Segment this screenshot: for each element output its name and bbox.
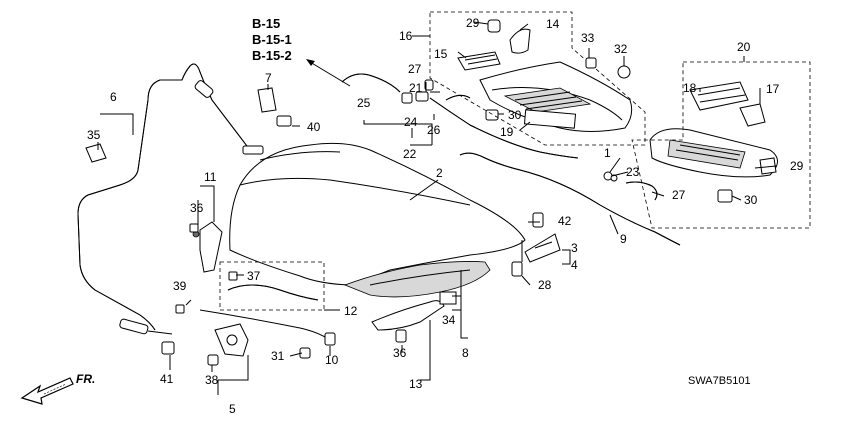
hood-lock-stay: [199, 261, 336, 346]
callout-39[interactable]: 39: [173, 279, 187, 293]
callout-42[interactable]: 42: [558, 214, 572, 228]
reference-leader-line: [309, 61, 351, 87]
callout-31[interactable]: 31: [271, 349, 285, 363]
reference-labels: B-15 B-15-1 B-15-2: [252, 16, 351, 87]
callout-14[interactable]: 14: [546, 17, 560, 31]
reference-b15-2[interactable]: B-15-2: [252, 48, 292, 63]
callout-21[interactable]: 21: [409, 81, 423, 95]
callout-15[interactable]: 15: [434, 47, 448, 61]
callout-6[interactable]: 6: [110, 90, 117, 104]
cowl-top-right: [649, 81, 778, 203]
hood-seal: [459, 152, 681, 246]
hood-release-cable: [77, 63, 264, 335]
front-arrow-icon: [20, 377, 74, 405]
front-label: FR.: [76, 372, 95, 386]
callout-35[interactable]: 35: [87, 128, 101, 142]
callout-29a[interactable]: 29: [466, 16, 480, 30]
callout-28[interactable]: 28: [538, 278, 552, 292]
hood-lock-bracket: [371, 291, 457, 343]
callout-11[interactable]: 11: [204, 170, 217, 184]
callout-24[interactable]: 24: [404, 115, 418, 129]
callout-17[interactable]: 17: [766, 82, 780, 96]
callout-37[interactable]: 37: [247, 269, 261, 283]
hood-hinges: [192, 212, 561, 277]
callout-25[interactable]: 25: [357, 96, 371, 110]
callout-36a[interactable]: 36: [190, 201, 204, 215]
cowl-top-left: [457, 19, 633, 132]
callout-20[interactable]: 20: [737, 40, 751, 54]
callout-1[interactable]: 1: [604, 146, 611, 160]
hood-lock: [161, 304, 311, 366]
diagram-code: SWA7B5101: [688, 375, 751, 387]
callout-19[interactable]: 19: [500, 125, 514, 139]
callout-13[interactable]: 13: [409, 377, 423, 391]
callout-7[interactable]: 7: [265, 71, 272, 85]
callout-12[interactable]: 12: [344, 304, 358, 318]
callout-3[interactable]: 3: [571, 241, 578, 255]
callout-22[interactable]: 22: [403, 147, 417, 161]
callout-34[interactable]: 34: [442, 313, 456, 327]
group-boxes: [429, 11, 811, 229]
callout-4[interactable]: 4: [571, 258, 578, 272]
callout-23[interactable]: 23: [626, 165, 640, 179]
hood-panel: [229, 142, 526, 298]
callout-29b[interactable]: 29: [790, 159, 804, 173]
callout-8[interactable]: 8: [462, 346, 469, 360]
callout-30b[interactable]: 30: [744, 193, 758, 207]
front-direction-indicator: FR.: [20, 372, 95, 405]
callout-9[interactable]: 9: [620, 232, 627, 246]
callout-40[interactable]: 40: [307, 120, 321, 134]
callout-41[interactable]: 41: [160, 372, 174, 386]
callout-5[interactable]: 5: [229, 402, 236, 416]
callouts: 1 2 3 4 5 6 7 8 9 10 11 12 13 14 15 16 1…: [87, 16, 804, 416]
callout-33[interactable]: 33: [581, 31, 595, 45]
callout-36b[interactable]: 36: [393, 346, 407, 360]
reference-b15-1[interactable]: B-15-1: [252, 32, 292, 47]
fasteners: [85, 57, 631, 233]
callout-16[interactable]: 16: [399, 29, 413, 43]
callout-27b[interactable]: 27: [672, 188, 686, 202]
reference-b15[interactable]: B-15: [252, 16, 280, 31]
callout-18[interactable]: 18: [683, 81, 697, 95]
callout-27a[interactable]: 27: [408, 62, 422, 76]
callout-10[interactable]: 10: [325, 353, 339, 367]
callout-2[interactable]: 2: [436, 166, 443, 180]
callout-32[interactable]: 32: [614, 42, 628, 56]
callout-30a[interactable]: 30: [508, 108, 522, 122]
callout-26[interactable]: 26: [427, 123, 441, 137]
callout-38[interactable]: 38: [205, 373, 219, 387]
reference-arrowhead: [306, 59, 315, 66]
leader-lines: [97, 21, 777, 395]
